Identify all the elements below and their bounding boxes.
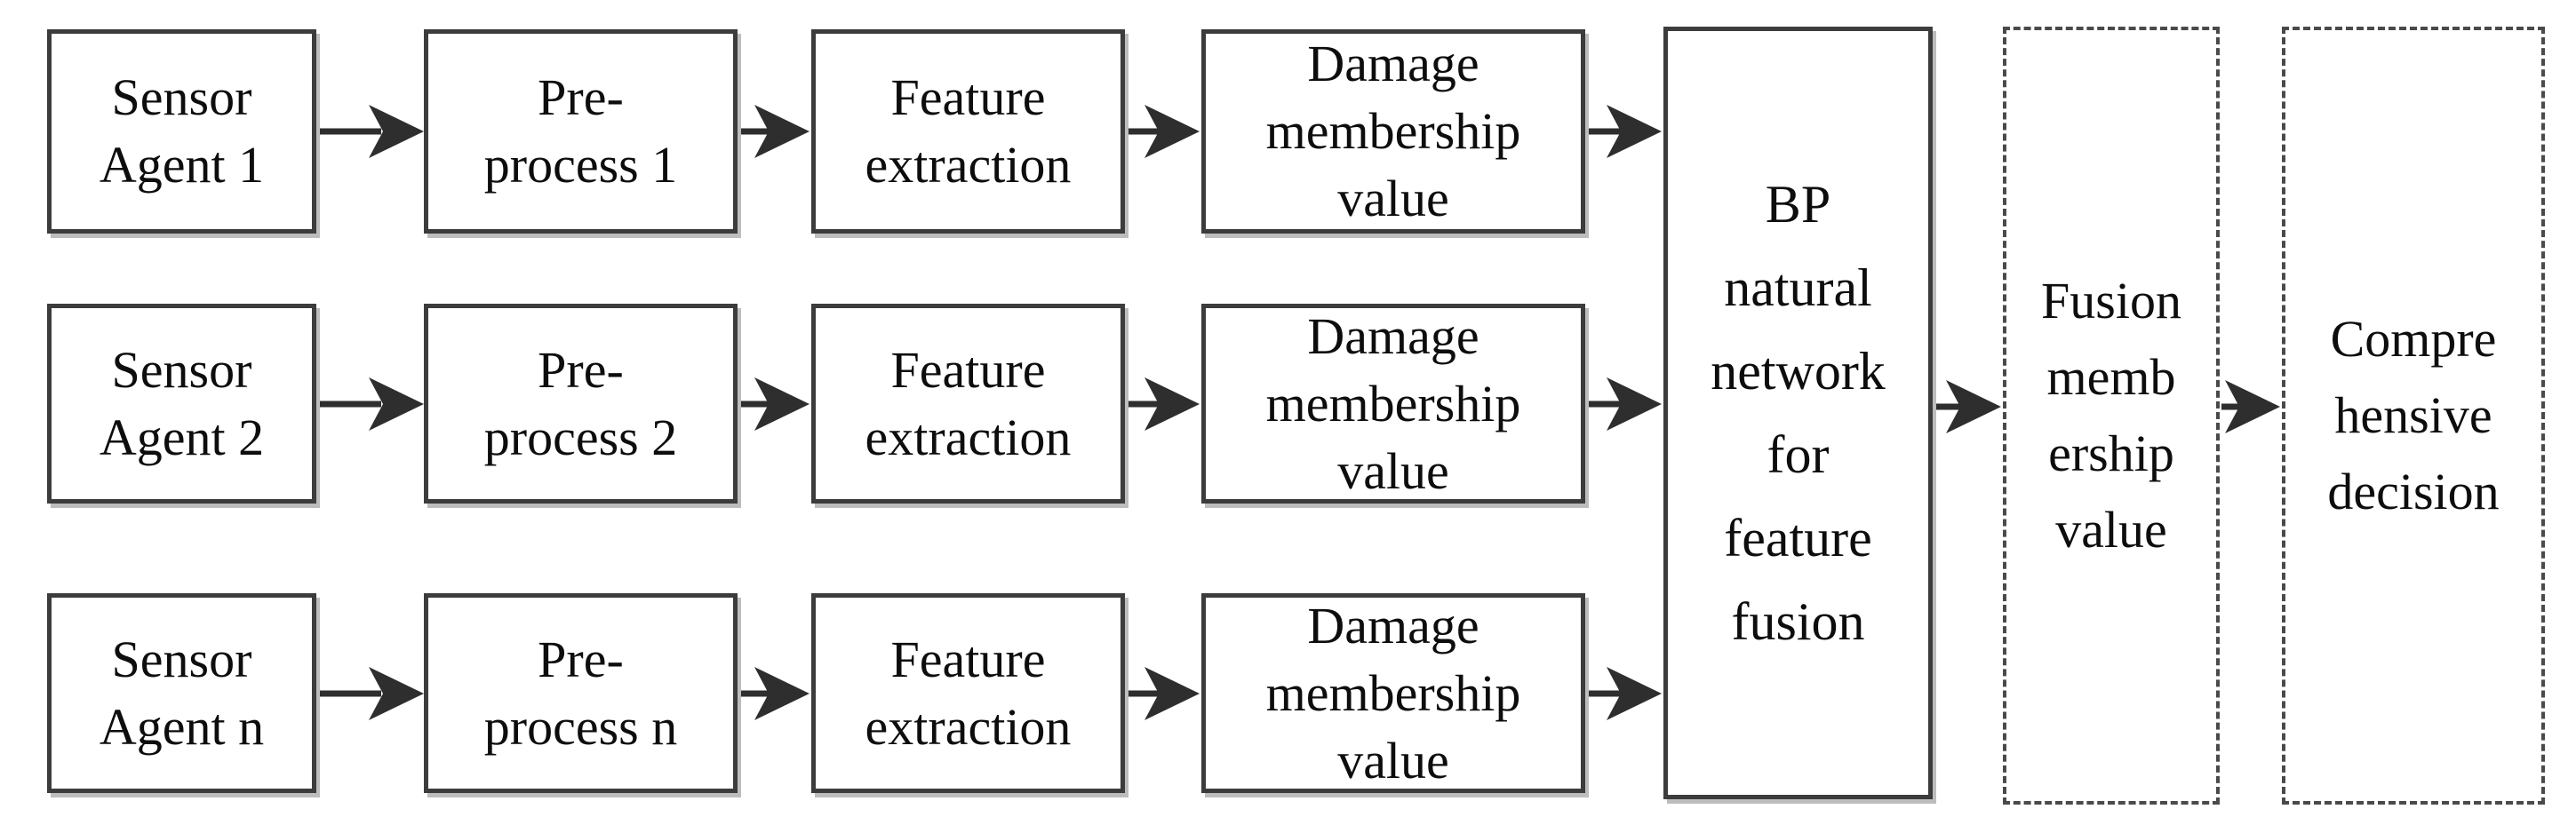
- arrow-damage2-to-bp: [1587, 377, 1662, 431]
- arrow-fusion-membership-to-decision: [2221, 380, 2280, 433]
- sensor-agent-n-label: Sensor Agent n: [99, 630, 265, 756]
- arrow-preprocess2-to-feature2: [739, 377, 809, 431]
- preprocess-n-box: Pre- process n: [424, 593, 738, 793]
- arrow-bp-to-fusion-membership: [1934, 380, 2001, 433]
- arrow-feature1-to-damage1: [1125, 105, 1200, 158]
- sensor-agent-n-box: Sensor Agent n: [47, 593, 316, 793]
- sensor-agent-1-label: Sensor Agent 1: [99, 68, 265, 194]
- arrow-feature2-to-damage2: [1125, 377, 1200, 431]
- feature-extraction-2-label: Feature extraction: [865, 340, 1072, 466]
- arrow-sensor1-to-preprocess1: [318, 105, 424, 158]
- preprocess-2-label: Pre- process 2: [483, 340, 678, 466]
- arrow-featuren-to-damagen: [1125, 667, 1200, 720]
- comprehensive-decision-box: Compre hensive decision: [2282, 27, 2545, 805]
- feature-extraction-n-label: Feature extraction: [865, 630, 1072, 756]
- arrow-damagen-to-bp: [1587, 667, 1662, 720]
- comprehensive-decision-label: Compre hensive decision: [2327, 310, 2500, 520]
- sensor-agent-2-label: Sensor Agent 2: [99, 340, 265, 466]
- feature-extraction-n-box: Feature extraction: [811, 593, 1125, 793]
- fusion-membership-label: Fusion memb ership value: [2041, 272, 2181, 559]
- arrow-sensorn-to-preprocessn: [318, 667, 424, 720]
- damage-membership-n-box: Damage membership value: [1201, 593, 1585, 793]
- arrow-damage1-to-bp: [1587, 105, 1662, 158]
- arrow-sensor2-to-preprocess2: [318, 377, 424, 431]
- arrow-preprocessn-to-featuren: [739, 667, 809, 720]
- sensor-agent-1-box: Sensor Agent 1: [47, 29, 316, 234]
- bp-network-label: BP natural network for feature fusion: [1711, 175, 1886, 651]
- preprocess-2-box: Pre- process 2: [424, 304, 738, 504]
- sensor-agent-2-box: Sensor Agent 2: [47, 304, 316, 504]
- bp-network-box: BP natural network for feature fusion: [1663, 27, 1933, 799]
- damage-membership-2-label: Damage membership value: [1265, 306, 1521, 500]
- preprocess-1-box: Pre- process 1: [424, 29, 738, 234]
- damage-membership-1-label: Damage membership value: [1265, 35, 1521, 227]
- damage-membership-n-label: Damage membership value: [1265, 596, 1521, 789]
- feature-extraction-1-box: Feature extraction: [811, 29, 1125, 234]
- preprocess-n-label: Pre- process n: [483, 630, 678, 756]
- damage-membership-1-box: Damage membership value: [1201, 29, 1585, 234]
- fusion-membership-box: Fusion memb ership value: [2003, 27, 2220, 805]
- preprocess-1-label: Pre- process 1: [483, 68, 678, 194]
- arrow-preprocess1-to-feature1: [739, 105, 809, 158]
- feature-extraction-1-label: Feature extraction: [865, 68, 1072, 194]
- feature-extraction-2-box: Feature extraction: [811, 304, 1125, 504]
- damage-membership-2-box: Damage membership value: [1201, 304, 1585, 504]
